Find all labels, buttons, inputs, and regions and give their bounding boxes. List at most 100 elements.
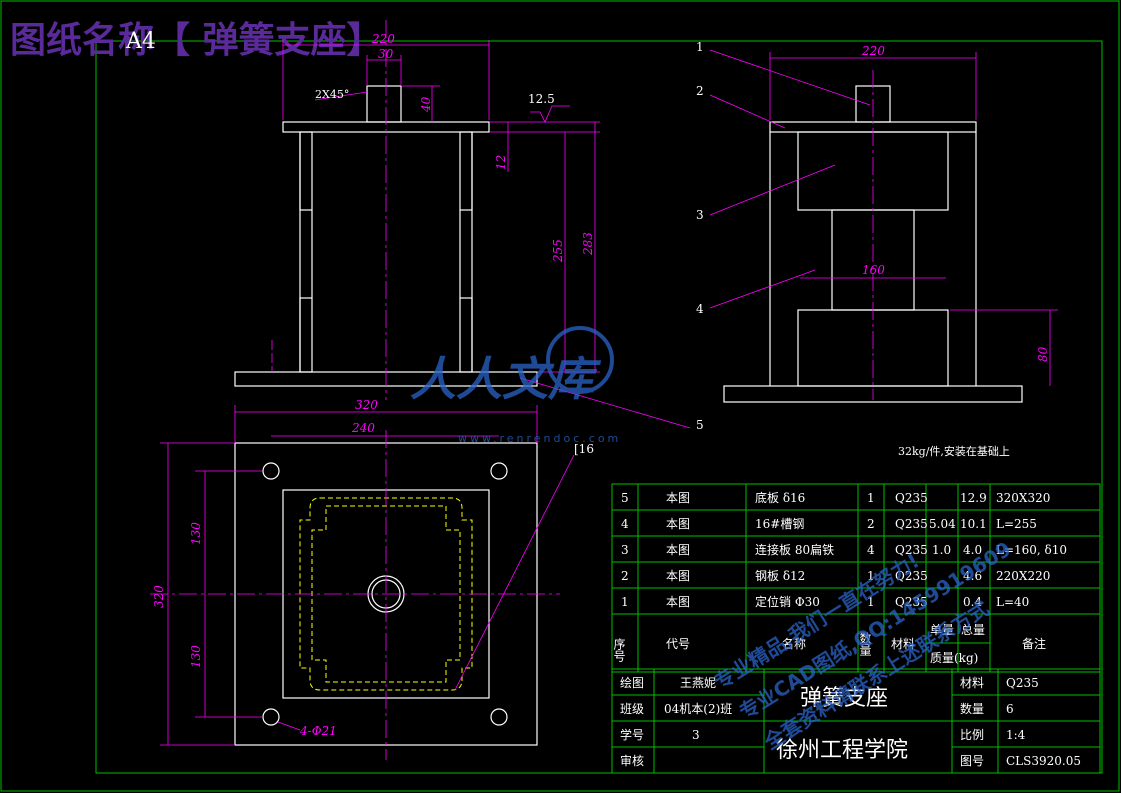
dim-130-a: 130 — [189, 522, 203, 545]
header-code: 代号 — [666, 637, 690, 651]
cell-seq: 5 — [621, 491, 629, 505]
leader-5 — [519, 377, 691, 429]
cell-material: Q235 — [895, 595, 928, 609]
cell-remark: L=255 — [996, 517, 1037, 531]
cell-qty: 4 — [867, 543, 875, 557]
header-material: 材料 — [891, 637, 915, 651]
plan-hole-tl — [262, 462, 280, 480]
cell-total-mass: 0.4 — [963, 595, 982, 609]
header-remark: 备注 — [1022, 636, 1046, 651]
leader-2 — [709, 94, 786, 129]
dim-255: 255 — [551, 239, 565, 263]
part-name: 弹簧支座 — [800, 686, 888, 711]
cell-unit-mass: 5.04 — [929, 517, 956, 531]
chamfer-leader — [314, 91, 368, 101]
watermark-logo-text: 人人文库 — [410, 352, 602, 406]
cell-name: 底板 δ16 — [755, 490, 805, 505]
drawing-frame — [95, 40, 1103, 774]
dim-30: 30 — [378, 47, 394, 61]
balloon-3: 3 — [696, 208, 704, 222]
leader-4 — [709, 269, 816, 309]
plan-hidden-channels — [299, 497, 473, 691]
cell-seq: 1 — [621, 595, 629, 609]
cell-name: 钢板 δ12 — [755, 569, 805, 583]
leader-3 — [709, 164, 836, 216]
review-label: 审核 — [620, 753, 644, 768]
cell-seq: 4 — [621, 517, 629, 531]
table-row: 5 本图 底板 δ16 1 Q235 12.9 320X320 — [621, 490, 1050, 505]
class-value: 04机本(2)班 — [664, 702, 732, 716]
balloon-5: 5 — [696, 418, 704, 432]
table-row: 3 本图 连接板 80扁铁 4 Q235 1.0 4.0 L=160, δ10 — [621, 542, 1067, 557]
cell-material: Q235 — [895, 491, 928, 505]
front-locating-pin — [366, 85, 402, 123]
cell-remark: 320X320 — [996, 491, 1050, 505]
hole-leader — [277, 721, 301, 731]
channel-leader — [454, 454, 575, 691]
drawn-value: 王燕妮 — [680, 676, 716, 690]
plan-hole-tr — [490, 462, 508, 480]
dim-130-b: 130 — [189, 645, 203, 668]
cell-name: 连接板 80扁铁 — [755, 542, 834, 557]
cell-unit-mass: 12.9 — [960, 491, 987, 505]
dim-80: 80 — [1036, 346, 1050, 362]
front-left-channel-upper — [299, 131, 313, 211]
cell-code: 本图 — [666, 491, 690, 505]
dim-320-left: 320 — [152, 585, 166, 608]
balloon-2: 2 — [696, 84, 704, 98]
header-seq: 序号 — [612, 637, 626, 662]
drawing-no-label: 图号 — [960, 754, 984, 768]
sheet-size-label: A4 — [125, 29, 156, 54]
cell-seq: 2 — [621, 569, 629, 583]
cell-code: 本图 — [666, 517, 690, 531]
plan-hole-br — [490, 708, 508, 726]
title-banner: 图纸名称【 弹簧支座】 — [10, 19, 383, 61]
dim-240: 240 — [351, 421, 375, 435]
side-dimensions — [519, 49, 1058, 429]
cell-qty: 1 — [867, 595, 875, 609]
table-row: 2 本图 钢板 δ12 1 Q235 4.6 220X220 — [621, 569, 1050, 583]
qty-value: 6 — [1006, 702, 1014, 716]
dim-220-side: 220 — [861, 44, 885, 58]
header-unit: 单量 — [930, 623, 954, 637]
watermark-url: www.renrendoc.com — [458, 432, 621, 445]
weight-note: 32kg/件,安装在基础上 — [898, 444, 1010, 458]
cell-name: 定位销 Φ30 — [755, 594, 820, 609]
id-label: 学号 — [620, 727, 644, 742]
dim-chamfer: 2X45° — [315, 88, 349, 101]
dim-283: 283 — [581, 232, 595, 256]
cell-total-mass: 10.1 — [960, 517, 987, 531]
cell-name: 16#槽钢 — [755, 517, 804, 531]
roughness-symbol — [530, 105, 570, 123]
cell-remark: 220X220 — [996, 569, 1050, 583]
class-label: 班级 — [620, 702, 644, 716]
table-row: 1 本图 定位销 Φ30 1 Q235 0.4 L=40 — [621, 594, 1029, 609]
cell-code: 本图 — [666, 543, 690, 557]
cell-material: Q235 — [895, 517, 928, 531]
cell-remark: L=160, δ10 — [996, 543, 1067, 557]
cell-code: 本图 — [666, 569, 690, 583]
front-right-channel-upper — [459, 131, 473, 211]
dim-320-top: 320 — [355, 398, 378, 412]
header-total: 总量 — [961, 623, 985, 637]
dim-roughness: 12.5 — [528, 92, 555, 106]
material-label: 材料 — [960, 676, 984, 690]
cell-qty: 1 — [867, 569, 875, 583]
cell-material: Q235 — [895, 543, 928, 557]
dim-12: 12 — [494, 155, 508, 170]
cell-remark: L=40 — [996, 595, 1029, 609]
dim-channel: [16 — [574, 442, 594, 456]
dim-40: 40 — [419, 96, 433, 113]
drawing-no-value: CLS3920.05 — [1006, 754, 1081, 768]
title-block-grid — [611, 668, 1101, 774]
cell-seq: 3 — [621, 543, 629, 557]
scale-value: 1:4 — [1006, 728, 1026, 742]
school-name: 徐州工程学院 — [776, 738, 908, 763]
side-base-plate — [723, 385, 1023, 403]
cell-code: 本图 — [666, 595, 690, 609]
cell-total-mass: 4.6 — [963, 569, 982, 583]
material-value: Q235 — [1006, 676, 1039, 690]
qty-label: 数量 — [960, 701, 984, 716]
